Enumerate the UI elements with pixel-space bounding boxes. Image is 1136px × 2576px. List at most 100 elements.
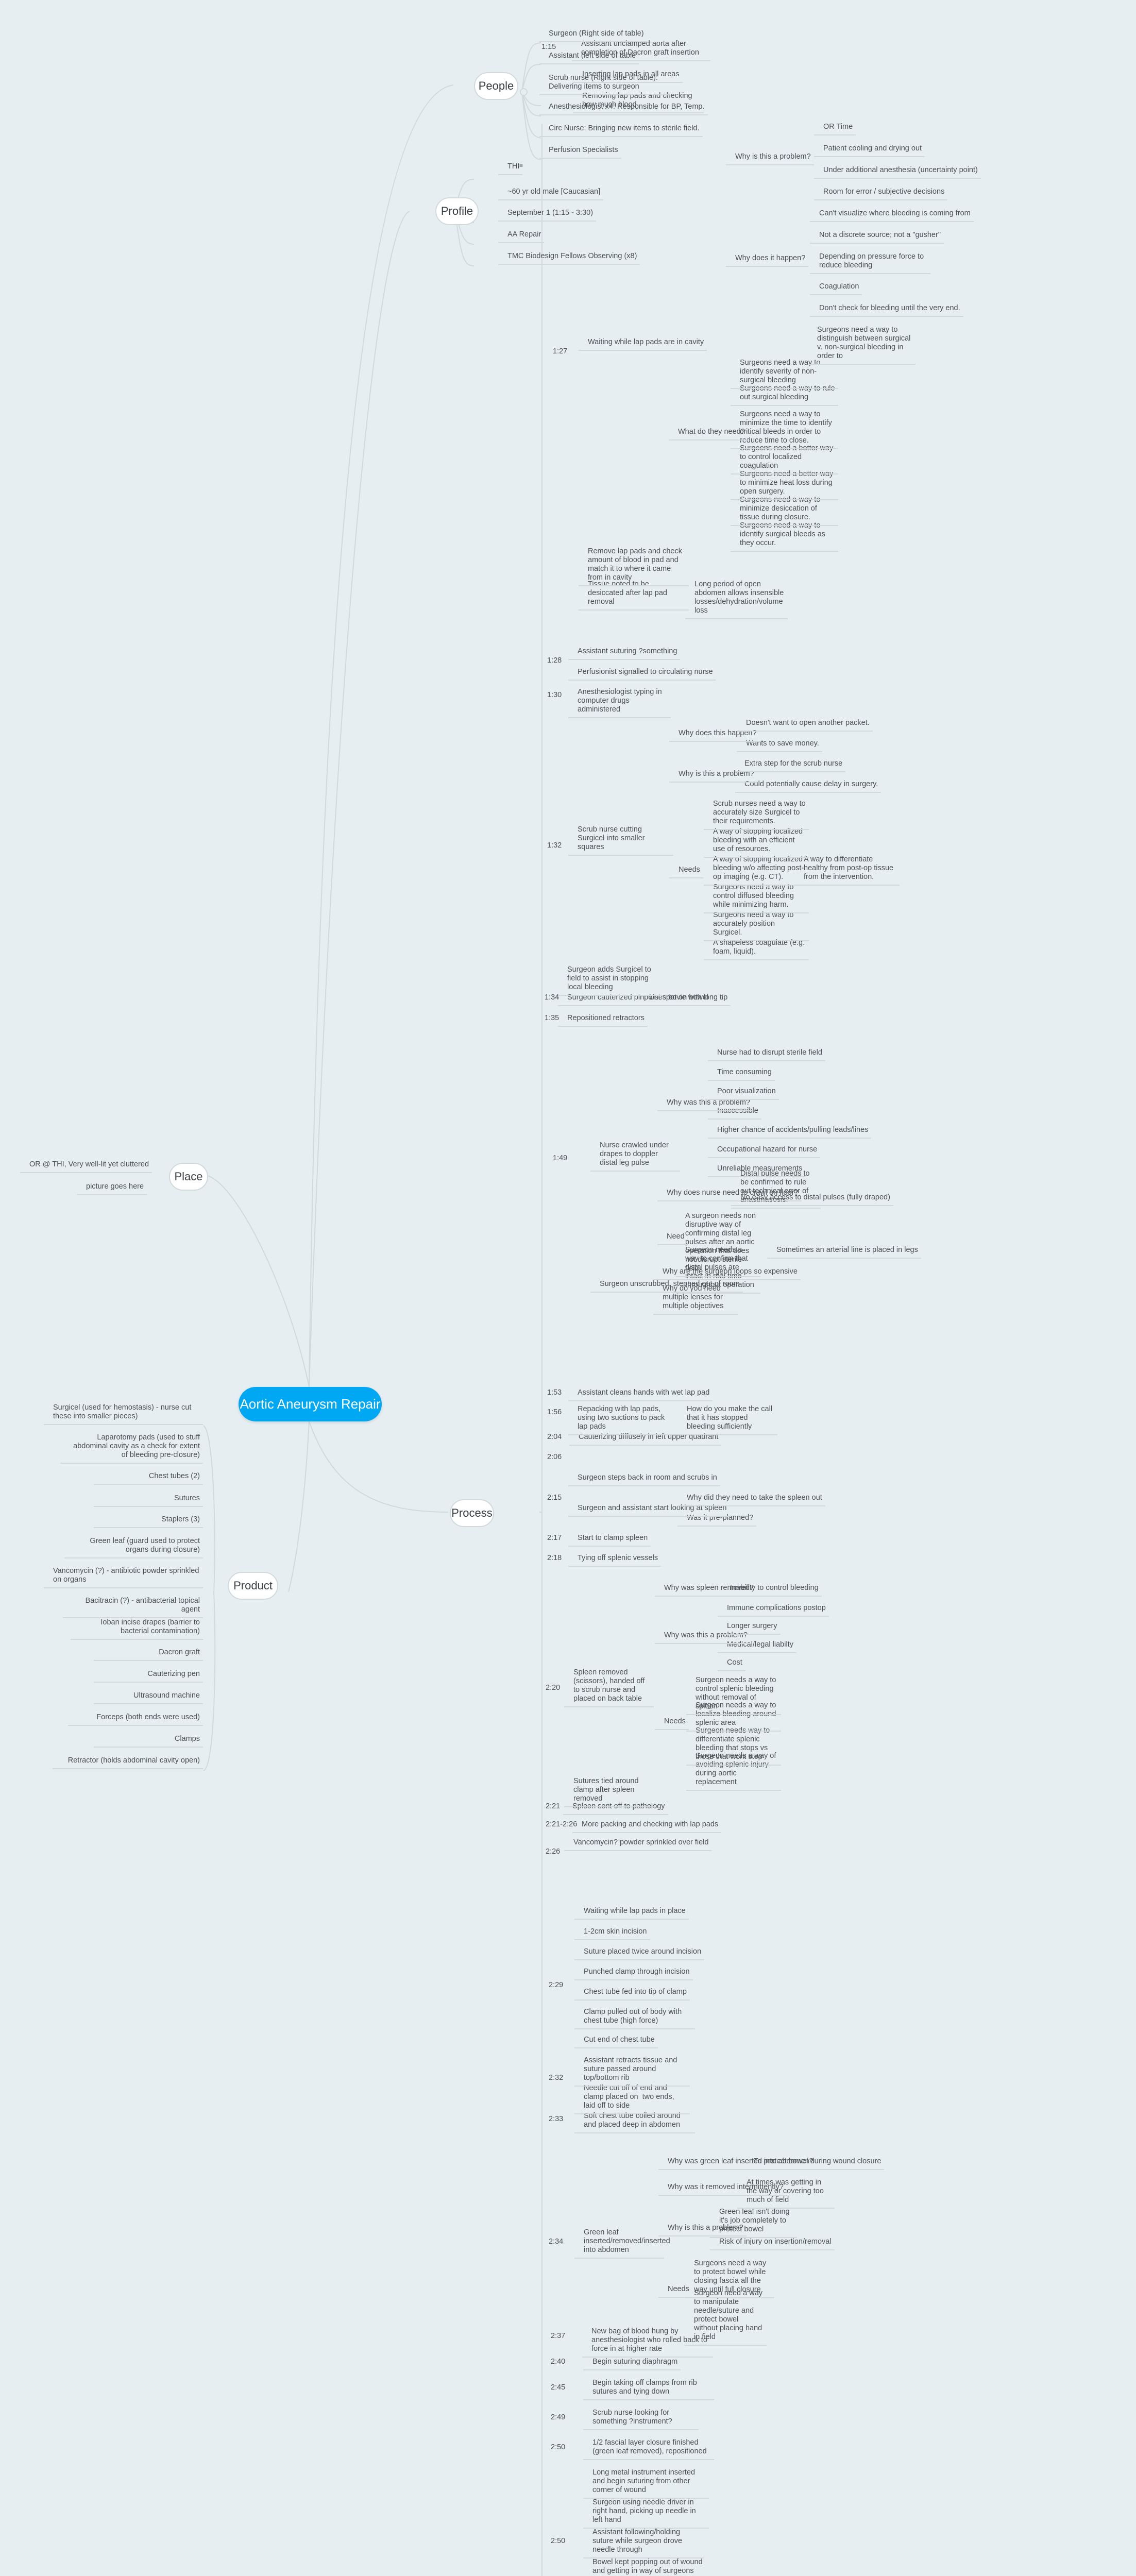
process-event[interactable]: Tissue noted to be desiccated after lap … xyxy=(588,580,669,606)
need-item[interactable]: A shapeless coagulate (e.g. foam, liquid… xyxy=(713,939,807,956)
process-event[interactable]: Chest tube fed into tip of clamp xyxy=(584,1988,687,1996)
product-item[interactable]: Retractor (holds abdominal cavity open) xyxy=(67,1756,200,1765)
answer-item[interactable]: Why did they need to take the spleen out xyxy=(687,1494,822,1502)
need-item[interactable]: A way of stopping localized bleeding w/o… xyxy=(713,855,805,881)
answer-item[interactable]: Wants to save money. xyxy=(746,739,819,748)
question-label[interactable]: Needs xyxy=(668,2285,689,2293)
product-item[interactable]: Dacron graft xyxy=(159,1648,200,1656)
answer-item[interactable]: Distal pulse needs to be confirmed to ru… xyxy=(740,1170,812,1204)
people-item[interactable]: Anesthesiologist x4: Responsible for BP,… xyxy=(549,103,705,111)
need-item[interactable]: Surgeons need a better way to minimize h… xyxy=(740,470,836,496)
need-item[interactable]: Surgeons need a way to identify severity… xyxy=(740,359,823,384)
question-label[interactable]: Needs xyxy=(664,1717,686,1725)
process-event[interactable]: Bowel kept popping out of wound and gett… xyxy=(592,2558,705,2575)
product-item[interactable]: Chest tubes (2) xyxy=(148,1472,200,1480)
product-item[interactable]: Bacitracin (?) - antibacterial topical a… xyxy=(85,1597,202,1614)
need-item[interactable]: Surgeons need a way to accurately positi… xyxy=(713,911,796,937)
process-event[interactable]: Suture placed twice around incision xyxy=(584,1947,702,1956)
process-event[interactable]: 1-2cm skin incision xyxy=(584,1927,647,1936)
question-label[interactable]: Why is this a problem? xyxy=(735,152,811,161)
answer-item[interactable]: Sometimes an arterial line is placed in … xyxy=(776,1246,918,1254)
people-node[interactable]: People xyxy=(474,72,518,100)
question-label[interactable]: Why was this a problem? xyxy=(667,1098,750,1107)
process-event[interactable]: Green leaf inserted/removed/inserted int… xyxy=(584,2228,672,2254)
process-event[interactable]: Sutures tied around clamp after spleen r… xyxy=(573,1777,641,1803)
process-event[interactable]: Begin taking off clamps from rib sutures… xyxy=(592,2379,699,2396)
answer-item[interactable]: Doesn't want to open another packet. xyxy=(746,719,870,727)
answer-item[interactable]: To protect bowel during wound closure xyxy=(754,2157,881,2165)
answer-item[interactable]: Poor visualization xyxy=(717,1087,776,1095)
need-item[interactable]: Surgeons need a way to protect bowel whi… xyxy=(694,2259,769,2294)
process-event[interactable]: Assistant cleans hands with wet lap pad xyxy=(578,1388,710,1397)
process-event[interactable]: Assistant suturing ?something xyxy=(578,647,677,655)
need-item[interactable]: A way to differentiate healthy from post… xyxy=(804,855,896,881)
process-event[interactable]: Punched clamp through incision xyxy=(584,1968,690,1976)
product-item[interactable]: Surgicel (used for hemostasis) - nurse c… xyxy=(53,1403,194,1420)
answer-item[interactable]: No easy access to distal pulses (fully d… xyxy=(740,1193,890,1201)
answer-item[interactable]: Was it pre-planned? xyxy=(687,1514,754,1522)
process-node[interactable]: Process xyxy=(450,1499,494,1527)
question-label[interactable]: Why was spleen removed? xyxy=(664,1584,754,1592)
product-item[interactable]: Vancomycin (?) - antibiotic powder sprin… xyxy=(53,1567,201,1584)
process-event[interactable]: Soft chest tube coiled around and placed… xyxy=(584,2112,683,2129)
answer-item[interactable]: Why do you need multiple lenses for mult… xyxy=(663,1284,725,1310)
product-item[interactable]: Clamps xyxy=(174,1735,200,1743)
answer-item[interactable]: Patient cooling and drying out xyxy=(823,144,922,152)
answer-item[interactable]: Depending on pressure force to reduce bl… xyxy=(819,252,926,269)
process-event[interactable]: Anesthesiologist typing in computer drug… xyxy=(578,688,664,714)
need-item[interactable]: Surgeons need a way to minimize the time… xyxy=(740,410,834,445)
answer-item[interactable]: Uses bovie with long tip xyxy=(649,993,728,1002)
need-item[interactable]: Surgeons need a way to control diffused … xyxy=(713,883,796,909)
question-label[interactable]: Needs xyxy=(679,866,700,874)
answer-item[interactable]: At times was getting in the way or cover… xyxy=(747,2178,826,2204)
process-event[interactable]: Surgeon steps back in room and scrubs in xyxy=(578,1473,717,1482)
need-item[interactable]: A surgeon needs non disruptive way of co… xyxy=(685,1212,758,1273)
answer-item[interactable]: Occupational hazard for nurse xyxy=(717,1145,818,1154)
process-event[interactable]: Nurse crawled under drapes to doppler di… xyxy=(600,1141,671,1167)
process-event[interactable]: Begin suturing diaphragm xyxy=(592,2358,678,2366)
question-label[interactable]: Why was it removed intermittently? xyxy=(668,2183,784,2191)
process-event[interactable]: Scrub nurse looking for something ?instr… xyxy=(592,2409,672,2426)
process-event[interactable]: Clamp pulled out of body with chest tube… xyxy=(584,2008,684,2025)
process-event[interactable]: Start to clamp spleen xyxy=(578,1534,648,1542)
product-item[interactable]: Laparotomy pads (used to stuff abdominal… xyxy=(73,1433,202,1459)
process-event[interactable]: Needle cut off of end and clamp placed o… xyxy=(584,2084,676,2110)
process-event[interactable]: Scrub nurse cutting Surgicel into smalle… xyxy=(578,825,647,851)
answer-item[interactable]: Immune complications postop xyxy=(727,1604,826,1612)
answer-item[interactable]: Higher chance of accidents/pulling leads… xyxy=(717,1126,869,1134)
answer-item[interactable]: Unreliable measurements xyxy=(717,1164,803,1173)
process-event[interactable]: Remove lap pads and check amount of bloo… xyxy=(588,547,685,582)
people-branch-knob[interactable] xyxy=(520,88,528,96)
need-item[interactable]: Surgeon needs a way to confirm that dist… xyxy=(685,1246,754,1289)
need-item[interactable]: Surgeon need a way to manipulate needle/… xyxy=(694,2289,765,2341)
process-event[interactable]: 1/2 fascial layer closure finished (gree… xyxy=(592,2438,707,2455)
answer-item[interactable]: Green leaf isn't doing it's job complete… xyxy=(719,2208,792,2233)
product-item[interactable]: Ioban incise drapes (barrier to bacteria… xyxy=(100,1618,202,1635)
product-item[interactable]: Green leaf (guard used to protect organs… xyxy=(90,1537,202,1554)
process-event[interactable]: Surgeon using needle driver in right han… xyxy=(592,2498,698,2524)
answer-item[interactable]: Inability to control bleeding xyxy=(730,1584,819,1592)
answer-item[interactable]: Not a discrete source; not a "gusher" xyxy=(819,231,941,239)
profile-item[interactable]: TMC Biodesign Fellows Observing (x8) xyxy=(507,252,637,260)
process-event[interactable]: Tying off splenic vessels xyxy=(578,1554,658,1562)
note-add-icon[interactable]: ≡ xyxy=(519,162,523,169)
process-event[interactable]: Inserting lap pads in all areas xyxy=(582,70,680,78)
profile-item[interactable]: THI xyxy=(507,162,520,171)
need-item[interactable]: Scrub nurses need a way to accurately si… xyxy=(713,800,808,825)
profile-item[interactable]: ~60 yr old male [Caucasian] xyxy=(507,188,601,196)
product-node[interactable]: Product xyxy=(228,1572,278,1600)
answer-item[interactable]: Nurse had to disrupt sterile field xyxy=(717,1048,822,1057)
answer-item[interactable]: OR Time xyxy=(823,123,853,131)
profile-item[interactable]: September 1 (1:15 - 3:30) xyxy=(507,209,594,217)
product-item[interactable]: Cauterizing pen xyxy=(147,1670,200,1678)
process-event[interactable]: New bag of blood hung by anesthesiologis… xyxy=(591,2327,709,2353)
process-event[interactable]: Repositioned retractors xyxy=(567,1014,645,1022)
process-event[interactable]: Cut end of chest tube xyxy=(584,2036,655,2044)
answer-item[interactable]: Long period of open abdomen allows insen… xyxy=(694,580,786,615)
process-event[interactable]: Waiting while lap pads are in cavity xyxy=(588,338,704,346)
answer-item[interactable]: Medical/legal liabilty xyxy=(727,1640,793,1649)
question-label[interactable]: Why was green leaf inserted into abdomen… xyxy=(668,2157,813,2165)
process-event[interactable]: Surgeon adds Surgicel to field to assist… xyxy=(567,965,653,991)
answer-item[interactable]: Why are the surgeon loops so expensive xyxy=(663,1267,798,1276)
people-item[interactable]: Perfusion Specialists xyxy=(549,146,618,154)
